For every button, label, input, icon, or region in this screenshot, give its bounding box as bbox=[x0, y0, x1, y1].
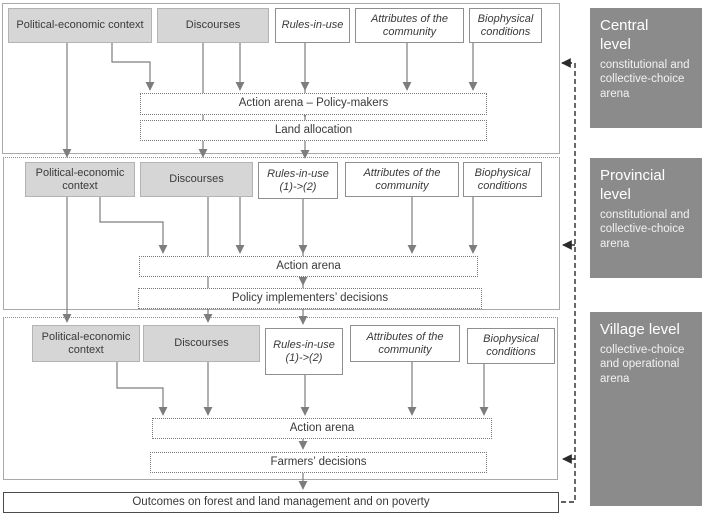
village-action-arena-box: Action arena bbox=[152, 418, 492, 439]
side-label-subtitle: constitutional and collective-choice are… bbox=[600, 208, 690, 250]
village-rules-in-use-box: Rules-in-use (1)->(2) bbox=[265, 328, 343, 375]
box-label: Farmers’ decisions bbox=[270, 455, 367, 468]
village-attributes-box: Attributes of the community bbox=[350, 325, 460, 362]
box-label: Discourses bbox=[174, 337, 229, 350]
village-biophysical-box: Biophysical conditions bbox=[467, 328, 555, 364]
box-label: Action arena – Policy-makers bbox=[238, 97, 389, 110]
provincial-attributes-box: Attributes of the community bbox=[345, 162, 459, 197]
box-label: Biophysical conditions bbox=[474, 166, 531, 192]
central-discourses-box: Discourses bbox=[157, 8, 269, 43]
side-label-title: Central level bbox=[600, 17, 649, 53]
central-rules-in-use-box: Rules-in-use bbox=[275, 8, 350, 43]
provincial-political-economic-box: Political-economic context bbox=[25, 162, 135, 197]
side-label-title: Village level bbox=[600, 321, 680, 338]
central-level-frame bbox=[2, 3, 560, 154]
box-label: Attributes of the community bbox=[363, 166, 441, 192]
central-level-side-label: Central level constitutional and collect… bbox=[590, 8, 702, 128]
box-label: Policy implementers’ decisions bbox=[231, 291, 389, 304]
box-label: Political-economic context bbox=[41, 330, 131, 356]
outcomes-box: Outcomes on forest and land management a… bbox=[3, 492, 559, 513]
village-level-side-label: Village level collective-choice and oper… bbox=[590, 312, 702, 506]
outcomes-label: Outcomes on forest and land management a… bbox=[132, 495, 430, 508]
provincial-level-side-label: Provincial level constitutional and coll… bbox=[590, 158, 702, 278]
provincial-biophysical-box: Biophysical conditions bbox=[463, 162, 542, 197]
feedback-dashed-arrow bbox=[561, 58, 576, 503]
box-label: Discourses bbox=[185, 19, 241, 32]
village-discourses-box: Discourses bbox=[143, 325, 260, 362]
box-label: Action arena bbox=[276, 259, 341, 272]
central-decision-box: Land allocation bbox=[140, 120, 487, 141]
central-attributes-box: Attributes of the community bbox=[355, 8, 464, 43]
side-label-title: Provincial level bbox=[600, 167, 666, 203]
provincial-level-frame bbox=[3, 157, 560, 310]
box-label: Discourses bbox=[169, 173, 224, 186]
village-political-economic-box: Political-economic context bbox=[32, 325, 140, 362]
provincial-decision-box: Policy implementers’ decisions bbox=[138, 288, 482, 309]
box-label: Political-economic context bbox=[16, 19, 144, 32]
box-label: Biophysical conditions bbox=[483, 333, 539, 358]
side-label-subtitle: collective-choice and operational arena bbox=[600, 343, 685, 386]
provincial-rules-in-use-box: Rules-in-use (1)->(2) bbox=[258, 162, 338, 199]
box-label: Attributes of the community bbox=[366, 330, 444, 356]
provincial-action-arena-box: Action arena bbox=[139, 256, 478, 277]
central-biophysical-box: Biophysical conditions bbox=[469, 8, 542, 43]
box-label: Attributes of the community bbox=[370, 12, 449, 38]
village-decision-box: Farmers’ decisions bbox=[150, 452, 487, 473]
box-label: Rules-in-use (1)->(2) bbox=[267, 167, 329, 193]
box-label: Action arena bbox=[289, 421, 355, 434]
provincial-discourses-box: Discourses bbox=[140, 162, 253, 197]
side-label-subtitle: constitutional and collective-choice are… bbox=[600, 58, 690, 100]
central-political-economic-box: Political-economic context bbox=[8, 8, 152, 43]
box-label: Political-economic context bbox=[35, 166, 125, 192]
box-label: Rules-in-use bbox=[281, 19, 344, 32]
village-level-frame bbox=[3, 317, 558, 480]
box-label: Land allocation bbox=[274, 123, 353, 136]
central-action-arena-box: Action arena – Policy-makers bbox=[140, 93, 487, 115]
box-label: Biophysical conditions bbox=[477, 12, 534, 38]
box-label: Rules-in-use (1)->(2) bbox=[273, 338, 335, 364]
